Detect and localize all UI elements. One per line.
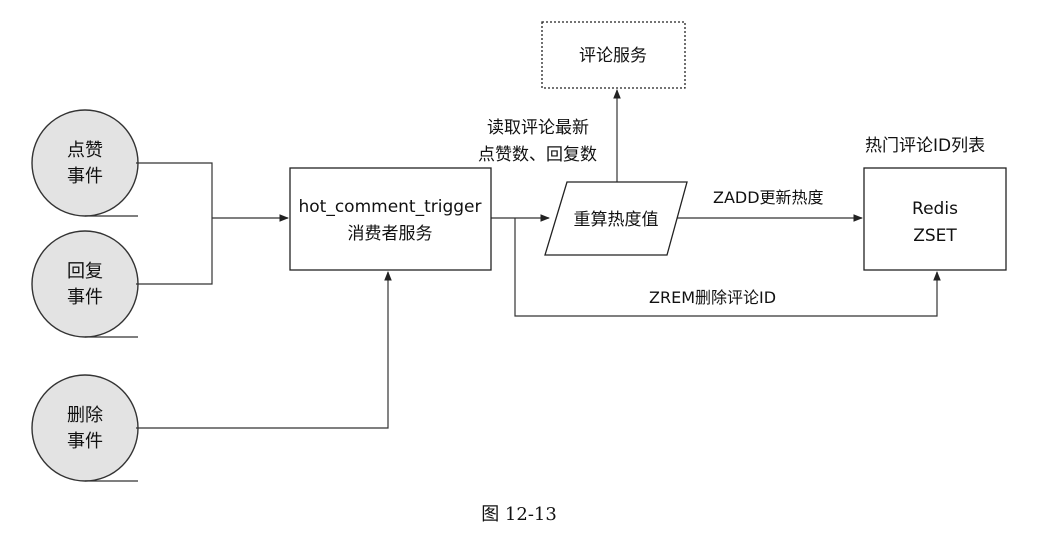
redis-zset-node: Redis ZSET [863,167,1007,271]
reply-event-edge [136,218,213,285]
comment-service-node: 评论服务 [541,21,686,89]
zset-label: ZSET [913,226,957,246]
like-event-label-2: 事件 [67,166,103,187]
reply-event-label-2: 事件 [67,287,103,308]
consumer-service-subtitle: 消费者服务 [348,224,433,244]
read-latest-label-1: 读取评论最新 [487,118,589,138]
hot-list-label: 热门评论ID列表 [865,136,985,156]
architecture-diagram: 点赞 事件 回复 事件 删除 事件 hot_comment_trigger 消费… [31,21,1007,482]
reply-event-label-1: 回复 [67,261,103,282]
delete-event-label-2: 事件 [67,431,103,452]
zadd-label: ZADD更新热度 [713,188,824,207]
recalc-hotness-label: 重算热度值 [574,210,659,230]
recalc-hotness-node: 重算热度值 [544,181,688,256]
reply-event-node: 回复 事件 [31,230,139,338]
consumer-service-name: hot_comment_trigger [298,197,481,217]
zrem-edge [514,218,941,317]
redis-label: Redis [912,199,958,219]
read-latest-label-2: 点赞数、回复数 [478,145,597,165]
comment-service-label: 评论服务 [579,46,647,66]
figure-caption: 图 12-13 [481,504,557,525]
zrem-label: ZREM删除评论ID [649,288,776,307]
consumer-service-node: hot_comment_trigger 消费者服务 [289,167,492,271]
delete-event-edge [136,271,392,429]
like-event-label-1: 点赞 [67,140,103,161]
delete-event-node: 删除 事件 [31,374,139,482]
like-event-node: 点赞 事件 [31,109,139,217]
delete-event-label-1: 删除 [67,405,103,426]
like-event-edge [136,162,213,218]
